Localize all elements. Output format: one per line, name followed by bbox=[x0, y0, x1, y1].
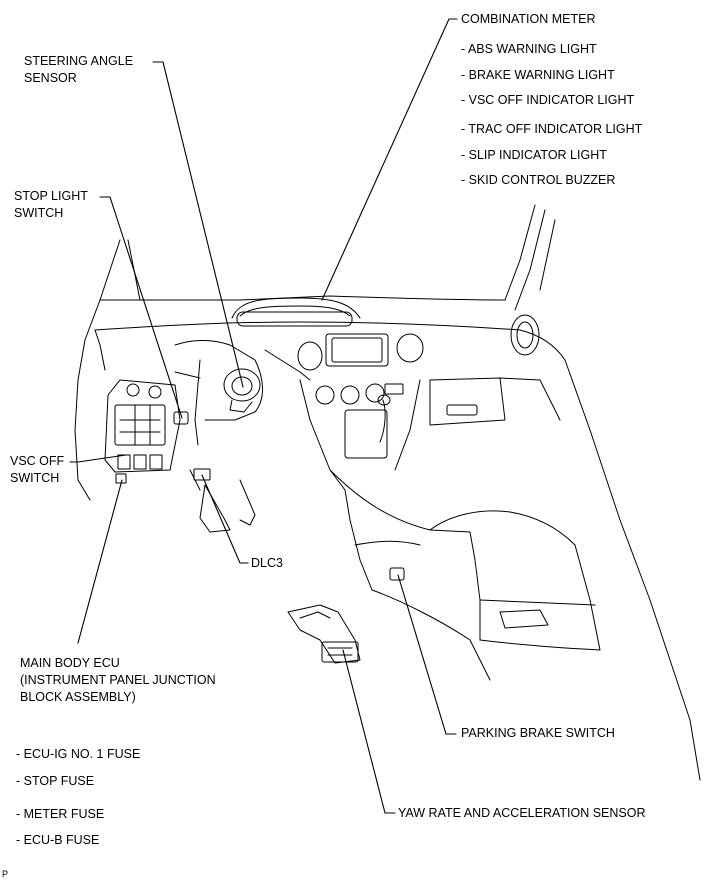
list-item: - ABS WARNING LIGHT bbox=[461, 42, 597, 56]
leader-lines bbox=[69, 18, 458, 814]
stop-light-switch-label: STOP LIGHT SWITCH bbox=[14, 189, 88, 220]
leader-combination-meter bbox=[321, 18, 458, 301]
fuse-list: - ECU-IG NO. 1 FUSE - STOP FUSE - METER … bbox=[16, 746, 140, 859]
list-item: - TRAC OFF INDICATOR LIGHT bbox=[461, 122, 643, 136]
combination-meter-title: COMBINATION METER bbox=[461, 12, 596, 26]
list-item: - VSC OFF INDICATOR LIGHT bbox=[461, 93, 635, 107]
list-item: - STOP FUSE bbox=[16, 773, 95, 788]
list-item: - BRAKE WARNING LIGHT bbox=[461, 67, 615, 82]
combination-meter-label: COMBINATION METER bbox=[461, 11, 596, 28]
leader-steering-angle-sensor bbox=[152, 61, 244, 388]
list-item: - ECU-B FUSE bbox=[16, 833, 100, 847]
leader-parking-brake-switch bbox=[397, 574, 457, 735]
dlc3-label: DLC3 bbox=[251, 556, 283, 570]
leader-stop-light-switch bbox=[99, 196, 183, 419]
main-body-ecu-label: MAIN BODY ECU (INSTRUMENT PANEL JUNCTION… bbox=[20, 656, 216, 704]
combination-meter-items: - ABS WARNING LIGHT - BRAKE WARNING LIGH… bbox=[461, 41, 642, 198]
parking-brake-switch-label: PARKING BRAKE SWITCH bbox=[461, 726, 615, 740]
list-item: - SLIP INDICATOR LIGHT bbox=[461, 147, 607, 162]
list-item: - ECU-IG NO. 1 FUSE bbox=[16, 747, 141, 761]
dashboard-illustration bbox=[74, 204, 701, 781]
leader-main-body-ecu bbox=[77, 479, 123, 644]
steering-angle-sensor-label: STEERING ANGLE SENSOR bbox=[24, 54, 134, 85]
list-item: - SKID CONTROL BUZZER bbox=[461, 173, 616, 187]
leader-dlc3 bbox=[201, 474, 249, 564]
list-item: - METER FUSE bbox=[16, 806, 105, 821]
corner-code: P bbox=[2, 869, 9, 879]
yaw-rate-sensor-label: YAW RATE AND ACCELERATION SENSOR bbox=[398, 806, 646, 820]
leader-vsc-off-switch bbox=[69, 454, 127, 463]
leader-yaw-rate-sensor bbox=[342, 649, 396, 814]
vsc-off-switch-label: VSC OFF SWITCH bbox=[10, 454, 65, 485]
